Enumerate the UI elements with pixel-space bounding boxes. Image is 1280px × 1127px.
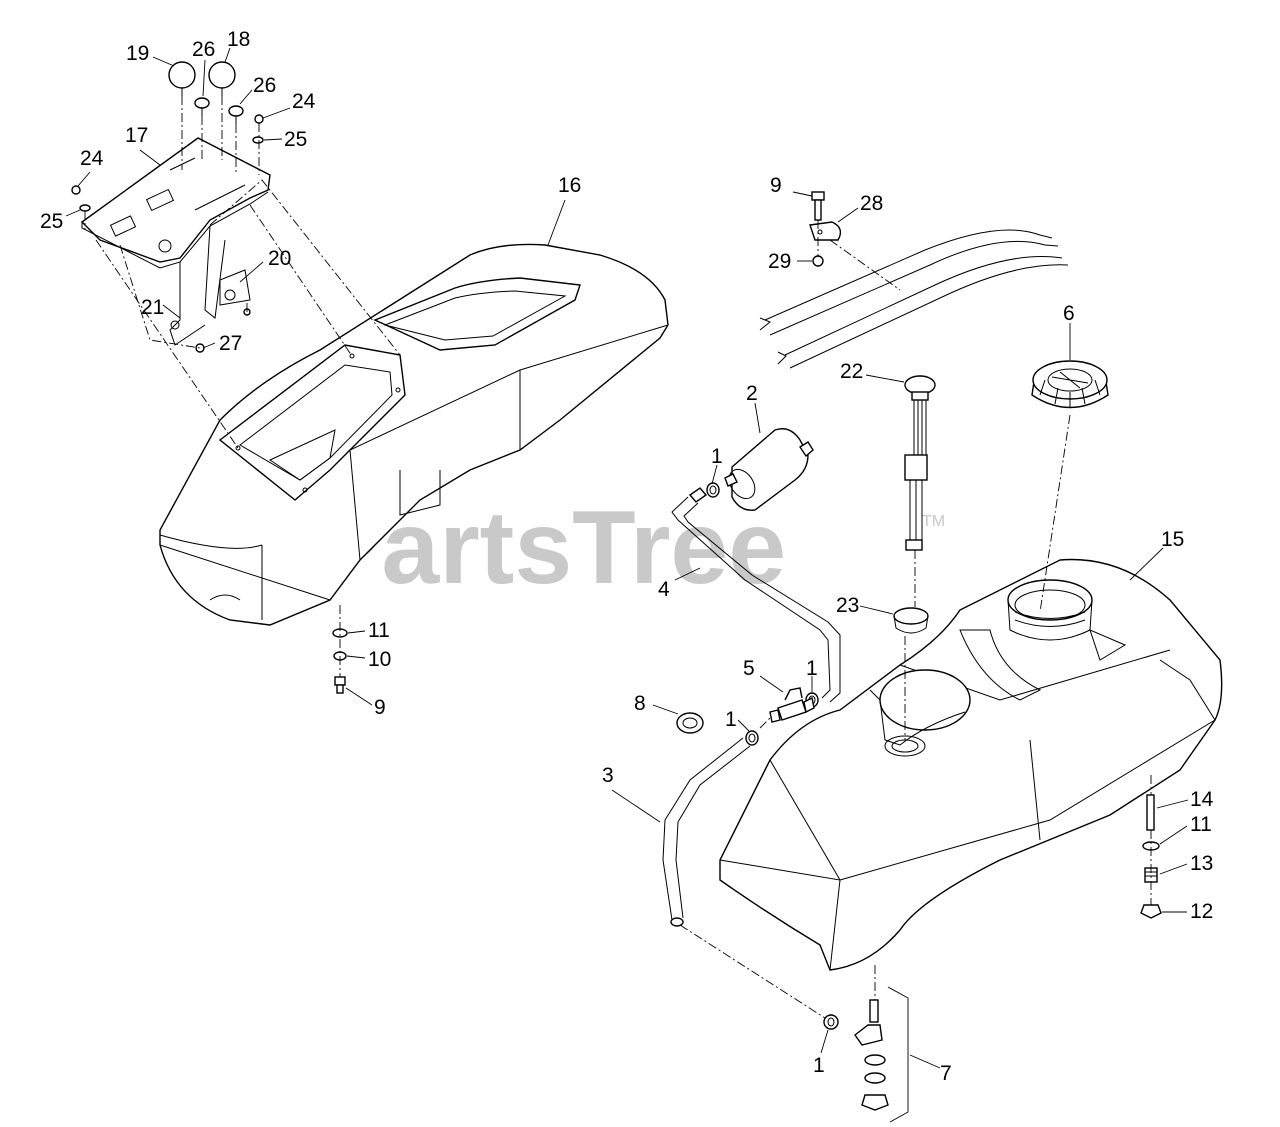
label-29: 29: [768, 250, 791, 273]
nut-27-part[interactable]: [195, 343, 205, 353]
label-9a: 9: [374, 696, 386, 719]
label-11b: 11: [1190, 813, 1212, 836]
screw-24a-part[interactable]: [254, 114, 264, 124]
washer-25a-part[interactable]: [252, 136, 264, 144]
clamp-1d-part[interactable]: [823, 1014, 839, 1030]
clamp-1c-part[interactable]: [745, 730, 759, 746]
fuel-sender-22-part[interactable]: [904, 375, 936, 551]
fuel-line-4-part[interactable]: [671, 487, 841, 703]
bracket-7: [887, 986, 909, 1123]
label-22: 22: [840, 360, 863, 383]
label-9b: 9: [770, 174, 782, 197]
label-19: 19: [126, 42, 149, 65]
fitting-assembly-7-part[interactable]: [854, 965, 889, 1111]
label-10: 10: [368, 648, 391, 671]
label-24b: 24: [80, 147, 104, 170]
label-26b: 26: [253, 74, 276, 97]
shutoff-valve-5-part[interactable]: [769, 687, 815, 723]
clamp-1a-part[interactable]: [706, 482, 720, 498]
bolt-9b-part[interactable]: [811, 191, 825, 221]
label-13: 13: [1190, 852, 1213, 875]
left-assembly-lines: [84, 96, 401, 677]
label-8: 8: [634, 692, 646, 715]
label-12: 12: [1190, 900, 1213, 923]
label-21: 21: [141, 296, 164, 319]
label-5: 5: [743, 657, 755, 680]
nut-12-part[interactable]: [1140, 904, 1162, 919]
knob-18-part[interactable]: [208, 61, 236, 96]
knob-19-part[interactable]: [168, 61, 196, 96]
grommet-8-part[interactable]: [676, 712, 704, 734]
fuel-cap-6-part[interactable]: [1031, 360, 1109, 409]
label-26a: 26: [192, 38, 215, 61]
watermark-trademark: TM: [922, 513, 945, 530]
washer-25b-part[interactable]: [79, 204, 91, 212]
label-1b: 1: [806, 657, 818, 680]
label-20: 20: [268, 247, 291, 270]
label-28: 28: [860, 192, 883, 215]
label-6: 6: [1063, 302, 1075, 325]
fuel-tank-part[interactable]: [719, 558, 1223, 971]
label-3: 3: [602, 764, 614, 787]
callout-labels: 19 26 18 26 24 25 17 24 25 16 20 21 27 1…: [40, 28, 1214, 1085]
label-7: 7: [940, 1062, 952, 1085]
label-24a: 24: [292, 90, 316, 113]
label-4: 4: [658, 578, 670, 601]
label-27: 27: [219, 332, 242, 355]
stud-14-part[interactable]: [1146, 794, 1155, 831]
label-1a: 1: [711, 445, 723, 468]
label-15: 15: [1161, 528, 1184, 551]
fuel-line-3-part[interactable]: [662, 737, 751, 927]
label-25a: 25: [284, 128, 307, 151]
fuel-filter-2-part[interactable]: [724, 428, 814, 511]
grommet-23-part[interactable]: [893, 607, 929, 634]
label-18: 18: [227, 28, 250, 51]
cap-26a-part[interactable]: [194, 97, 210, 116]
cap-26b-part[interactable]: [228, 105, 244, 124]
label-16: 16: [558, 174, 581, 197]
label-23: 23: [836, 594, 859, 617]
console-body-part[interactable]: [159, 243, 669, 626]
label-1d: 1: [813, 1054, 825, 1077]
label-25b: 25: [40, 210, 63, 233]
label-11a: 11: [368, 619, 390, 642]
leader-lines: [65, 47, 1189, 1069]
control-plate-part[interactable]: [80, 137, 271, 346]
screw-24b-part[interactable]: [71, 185, 81, 195]
label-2: 2: [746, 382, 758, 405]
throttle-cables-part[interactable]: [759, 229, 1069, 369]
bolt-9a-part[interactable]: [334, 676, 346, 694]
label-14: 14: [1190, 788, 1214, 811]
nut-29-part[interactable]: [812, 255, 824, 267]
label-1c: 1: [725, 708, 737, 731]
clamp-28-part[interactable]: [809, 221, 842, 241]
label-17: 17: [125, 124, 148, 147]
